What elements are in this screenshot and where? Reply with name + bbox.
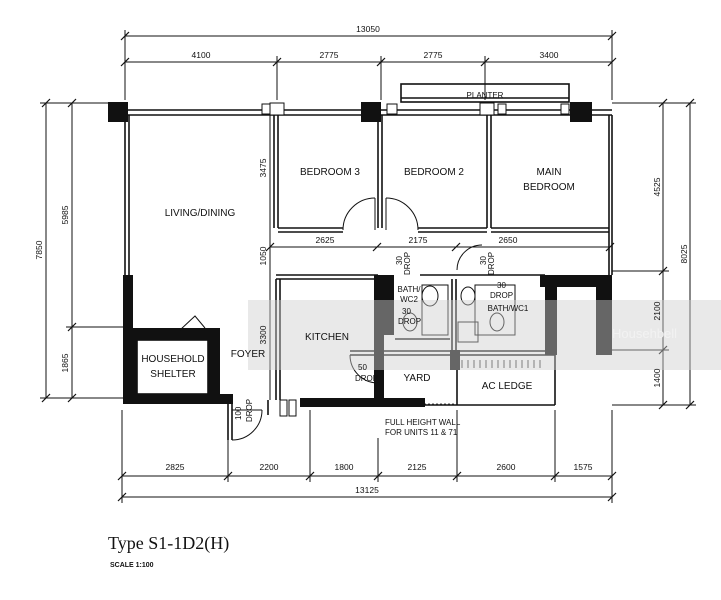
- dimension-ticks: [41, 31, 695, 502]
- watermark-band: [248, 300, 721, 370]
- thin-walls: [124, 83, 613, 440]
- dim-mid-1: 2625: [316, 235, 335, 245]
- dim-left-lower: 1865: [60, 353, 70, 372]
- dim-right-lower: 1400: [652, 368, 662, 387]
- dim-bottom-3: 1800: [335, 462, 354, 472]
- label-bedroom3: BEDROOM 3: [300, 167, 360, 178]
- drop-30-c: 30: [497, 281, 506, 290]
- full-height-wall-hatch: [420, 360, 541, 405]
- dim-left-upper: 5985: [60, 205, 70, 224]
- dim-bedroom3-height: 3475: [258, 158, 268, 177]
- dim-bottom-6: 1575: [574, 462, 593, 472]
- bathroom-fixtures: [402, 284, 516, 343]
- drop-50: 50: [358, 363, 367, 372]
- drop-30-b: 30: [479, 256, 488, 265]
- dim-top-4: 3400: [540, 50, 559, 60]
- note-full-height-1: FULL HEIGHT WALL: [385, 418, 461, 427]
- thick-walls: [108, 102, 612, 407]
- dim-mid-3: 2650: [499, 235, 518, 245]
- label-main-bedroom-1: MAIN: [537, 167, 562, 178]
- label-living-dining: LIVING/DINING: [165, 208, 236, 219]
- dim-bottom-4: 2125: [408, 462, 427, 472]
- label-kitchen: KITCHEN: [305, 332, 349, 343]
- drop-label-d: DROP: [398, 317, 421, 326]
- dim-mid-2: 2175: [409, 235, 428, 245]
- label-bath-wc2-2: WC2: [400, 295, 418, 304]
- dim-right-upper: 4525: [652, 177, 662, 196]
- dim-left-outer: 7850: [34, 240, 44, 259]
- label-ac-ledge: AC LEDGE: [482, 381, 533, 392]
- label-shelter-1: HOUSEHOLD: [141, 354, 204, 365]
- door-swings: [179, 197, 483, 441]
- drop-label-a: DROP: [403, 252, 412, 275]
- drop-30-d: 30: [402, 307, 411, 316]
- dim-right-outer: 8025: [679, 244, 689, 263]
- plan-scale: SCALE 1:100: [110, 562, 154, 569]
- label-bath-wc2-1: BATH/: [398, 285, 422, 294]
- dim-top-2: 2775: [320, 50, 339, 60]
- drop-label-b: DROP: [487, 252, 496, 275]
- drop-label-f: DROP: [245, 399, 254, 422]
- window-frames: [261, 102, 570, 417]
- dim-bottom-total: 13125: [355, 485, 379, 495]
- label-shelter-2: SHELTER: [150, 369, 195, 380]
- drop-label-c: DROP: [490, 291, 513, 300]
- watermark-text: Househbell: [612, 326, 677, 341]
- dim-bottom-2: 2200: [260, 462, 279, 472]
- label-bedroom2: BEDROOM 2: [404, 167, 464, 178]
- label-planter: PLANTER: [467, 91, 504, 100]
- drop-100: 100: [234, 406, 243, 420]
- dim-top-3: 2775: [424, 50, 443, 60]
- label-foyer: FOYER: [231, 349, 265, 360]
- plan-title: Type S1-1D2(H): [108, 533, 230, 553]
- dim-bottom-5: 2600: [497, 462, 516, 472]
- label-yard: YARD: [403, 373, 430, 384]
- drop-label-e: DROP: [355, 374, 378, 383]
- label-main-bedroom-2: BEDROOM: [523, 182, 575, 193]
- dim-right-middle: 2100: [652, 301, 662, 320]
- label-bath-wc1: BATH/WC1: [488, 304, 529, 313]
- drop-30-a: 30: [395, 256, 404, 265]
- dim-top-1: 4100: [192, 50, 211, 60]
- dimension-lines: [40, 30, 696, 503]
- dim-corridor-height: 1050: [258, 246, 268, 265]
- dim-top-total: 13050: [356, 24, 380, 34]
- note-full-height-2: FOR UNITS 11 & 71: [385, 428, 458, 437]
- dim-kitchen-height: 3300: [258, 325, 268, 344]
- dim-bottom-1: 2825: [166, 462, 185, 472]
